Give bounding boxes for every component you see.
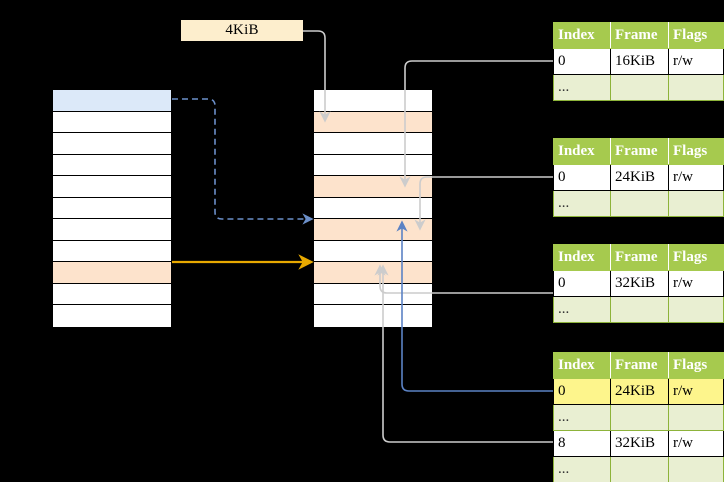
level-2-table: Index Frame Flags 0 32KiB r/w ...: [553, 244, 724, 323]
virtual-page-row-5: [53, 197, 171, 219]
cell-frame: [610, 456, 669, 482]
column-header-index: Index: [553, 138, 611, 165]
table-header-row: Index Frame Flags: [553, 22, 724, 49]
cell-frame: 24KiB: [610, 378, 669, 405]
cell-flags: r/w: [668, 378, 724, 405]
table-row-ellipsis: ...: [553, 404, 724, 431]
column-header-frame: Frame: [610, 244, 669, 271]
cell-index: ...: [553, 74, 611, 101]
cell-frame: [610, 74, 669, 101]
cell-index: 0: [553, 164, 611, 191]
table-row-ellipsis: ...: [553, 190, 724, 217]
cell-flags: [668, 404, 724, 431]
table-row[interactable]: 0 32KiB r/w: [553, 270, 724, 297]
cell-flags: [668, 74, 724, 101]
physical-frame-row-2: [314, 133, 432, 155]
cell-index: ...: [553, 190, 611, 217]
column-header-frame: Frame: [610, 138, 669, 165]
virtual-page-row-2: [53, 133, 171, 155]
table-row[interactable]: 0 16KiB r/w: [553, 48, 724, 75]
cell-index: 0: [553, 48, 611, 75]
cell-index: 0: [553, 270, 611, 297]
column-header-flags: Flags: [668, 138, 724, 165]
level-1-table: Index Frame Flags 0 24KiB r/w ... 8 32Ki…: [553, 352, 724, 482]
virtual-page-row-9: [53, 283, 171, 305]
physical-frame-row-10: [314, 305, 432, 327]
wire-virtual-page-blue: [172, 98, 314, 225]
virtual-page-row-8: [53, 262, 171, 284]
table-row[interactable]: 8 32KiB r/w: [553, 430, 724, 457]
virtual-page-row-10: [53, 305, 171, 327]
cell-index: 8: [553, 430, 611, 457]
column-header-index: Index: [553, 244, 611, 271]
physical-frame-row-7: [314, 240, 432, 262]
table-row-ellipsis: ...: [553, 456, 724, 482]
level-3-table: Index Frame Flags 0 24KiB r/w ...: [553, 138, 724, 217]
cell-index: ...: [553, 296, 611, 323]
wire-l3-to-frame: [414, 176, 553, 231]
table-row-highlighted[interactable]: 0 24KiB r/w: [553, 378, 724, 405]
cell-flags: r/w: [668, 48, 724, 75]
virtual-page-row-7: [53, 240, 171, 262]
cell-flags: [668, 456, 724, 482]
physical-frame-row-9: [314, 283, 432, 305]
cell-flags: r/w: [668, 270, 724, 297]
cell-flags: [668, 296, 724, 323]
column-header-frame: Frame: [610, 22, 669, 49]
column-header-flags: Flags: [668, 22, 724, 49]
cell-index: ...: [553, 456, 611, 482]
virtual-address-space-column: [52, 89, 172, 327]
cell-frame: 24KiB: [610, 164, 669, 191]
table-row[interactable]: 0 24KiB r/w: [553, 164, 724, 191]
virtual-page-row-1: [53, 111, 171, 133]
cell-frame: [610, 296, 669, 323]
column-header-flags: Flags: [668, 244, 724, 271]
cell-frame: 32KiB: [610, 270, 669, 297]
table-row-ellipsis: ...: [553, 74, 724, 101]
column-header-flags: Flags: [668, 352, 724, 379]
cell-index: ...: [553, 404, 611, 431]
virtual-page-row-4: [53, 176, 171, 198]
virtual-page-row-6: [53, 219, 171, 241]
physical-frame-row-4: [314, 176, 432, 198]
physical-frame-row-0: [314, 90, 432, 112]
cell-frame: 32KiB: [610, 430, 669, 457]
column-header-index: Index: [553, 352, 611, 379]
cell-flags: r/w: [668, 164, 724, 191]
cell-frame: 16KiB: [610, 48, 669, 75]
physical-frame-row-1: [314, 111, 432, 133]
cell-flags: [668, 190, 724, 217]
table-header-row: Index Frame Flags: [553, 244, 724, 271]
table-header-row: Index Frame Flags: [553, 352, 724, 379]
physical-frame-row-5: [314, 197, 432, 219]
table-row-ellipsis: ...: [553, 296, 724, 323]
physical-memory-column: [313, 89, 433, 327]
physical-frame-row-3: [314, 154, 432, 176]
physical-frame-row-6: [314, 219, 432, 241]
column-header-index: Index: [553, 22, 611, 49]
column-header-frame: Frame: [610, 352, 669, 379]
cell-index: 0: [553, 378, 611, 405]
physical-frame-row-8: [314, 262, 432, 284]
cell-frame: [610, 404, 669, 431]
virtual-page-row-0: [53, 90, 171, 112]
page-size-label: 4KiB: [181, 20, 303, 41]
virtual-page-row-3: [53, 154, 171, 176]
level-4-table: Index Frame Flags 0 16KiB r/w ...: [553, 22, 724, 101]
cell-frame: [610, 190, 669, 217]
cell-flags: r/w: [668, 430, 724, 457]
table-header-row: Index Frame Flags: [553, 138, 724, 165]
